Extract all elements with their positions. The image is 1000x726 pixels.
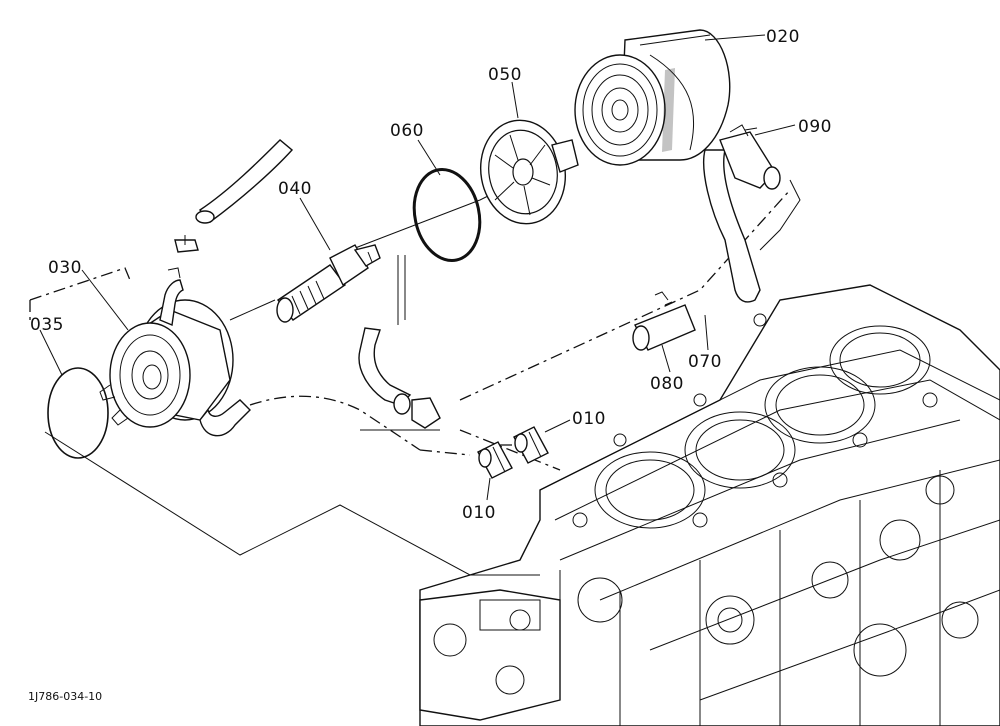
oil-pipe — [632, 124, 801, 351]
callout-010-upper: 010 — [572, 409, 606, 429]
filter-adapter — [479, 119, 579, 225]
oil-filter — [574, 29, 731, 166]
callout-070: 070 — [688, 352, 722, 372]
callout-030: 030 — [48, 258, 82, 278]
lower-hose — [358, 255, 441, 429]
center-bolt — [276, 244, 381, 323]
callout-080: 080 — [650, 374, 684, 394]
callout-090: 090 — [798, 117, 832, 137]
callout-040: 040 — [278, 179, 312, 199]
upper-hose — [174, 139, 294, 253]
engine-block — [419, 284, 1000, 726]
callout-leaders — [39, 34, 796, 501]
nipple-010-a — [477, 441, 513, 479]
drawing-code: 1J786-034-10 — [28, 690, 102, 703]
callout-035: 035 — [30, 315, 64, 335]
oil-cooler — [99, 267, 251, 437]
o-ring-035 — [47, 367, 109, 459]
callout-labels: 020 050 060 040 030 035 090 070 080 010 … — [30, 27, 832, 523]
nipple-010-b — [513, 426, 549, 464]
assembly-lines — [29, 189, 791, 576]
callout-060: 060 — [390, 121, 424, 141]
callout-020: 020 — [766, 27, 800, 47]
callout-010-lower: 010 — [462, 503, 496, 523]
o-ring-060 — [412, 168, 482, 262]
callout-050: 050 — [488, 65, 522, 85]
